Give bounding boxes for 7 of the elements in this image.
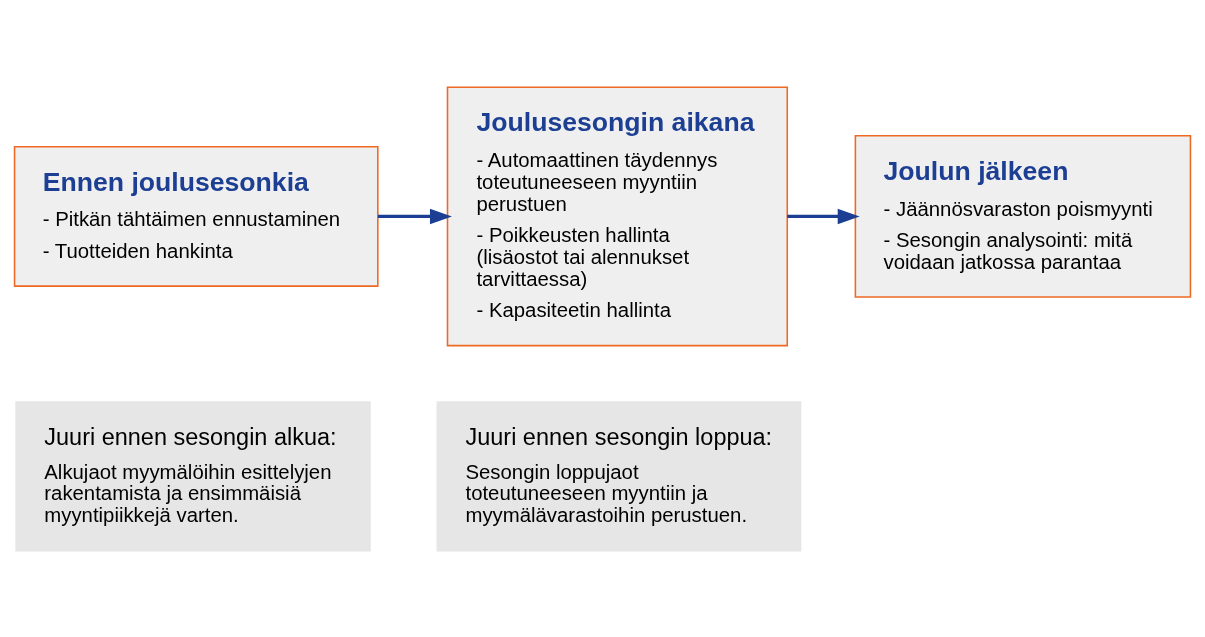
node-box: Ennen joulusesonkia - Pitkän tähtäimen ennustaminen - Tuotteiden hankinta	[13, 145, 379, 287]
arrow	[378, 208, 452, 224]
node-box: Juuri ennen sesongin loppua: Sesongin loppujaot toteutuneeseen myyntiin ja myymälävarastoihin perustuen.	[436, 400, 802, 552]
node-box: Joulusesongin aikana - Automaattinen täydennys toteutuneeseen myyntiin perustuen - Poikkeusten hallinta (lisäostot tai alennukset tarvittaessa) - Kapasiteetin hallinta	[446, 85, 789, 346]
arrow	[787, 208, 860, 224]
node-box: Joulun jälkeen - Jäännösvaraston poismyynti - Sesongin analysointi: mitä voidaan jatkossa parantaa	[854, 134, 1192, 298]
node-box: Juuri ennen sesongin alkua: Alkujaot myymälöihin esittelyjen rakentamista ja ensimmäisiä myyntipiikkejä varten.	[15, 400, 371, 552]
